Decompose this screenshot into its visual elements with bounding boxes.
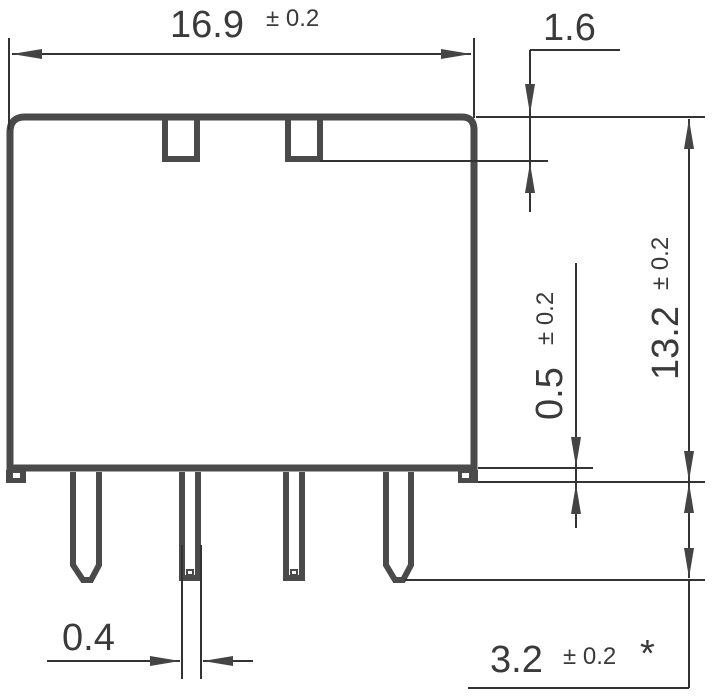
standoff-dimension: 0.5 ± 0.2 — [478, 263, 593, 528]
top-slots — [162, 118, 323, 162]
pin-length-tolerance: ± 0.2 — [563, 643, 616, 670]
pin-width-dimension: 0.4 — [47, 545, 253, 679]
pin-length-dimension: 3.2 ± 0.2 * — [405, 579, 705, 689]
standoff-tolerance: ± 0.2 — [532, 292, 559, 345]
pin-length-value: 3.2 — [490, 639, 543, 681]
width-tolerance: ± 0.2 — [266, 5, 319, 32]
height-dimension: 13.2 ± 0.2 — [478, 119, 705, 578]
slot-depth-value: 1.6 — [543, 7, 596, 49]
slot-depth-dimension: 1.6 — [320, 7, 620, 212]
pins — [70, 472, 414, 583]
standoff-value: 0.5 — [529, 367, 571, 420]
pin-width-value: 0.4 — [62, 617, 115, 659]
width-dimension: 16.9 ± 0.2 — [8, 4, 475, 130]
component-body — [6, 113, 478, 483]
height-tolerance: ± 0.2 — [647, 237, 674, 290]
pin-length-note: * — [640, 633, 655, 675]
width-value: 16.9 — [170, 4, 244, 46]
height-value: 13.2 — [645, 306, 687, 380]
